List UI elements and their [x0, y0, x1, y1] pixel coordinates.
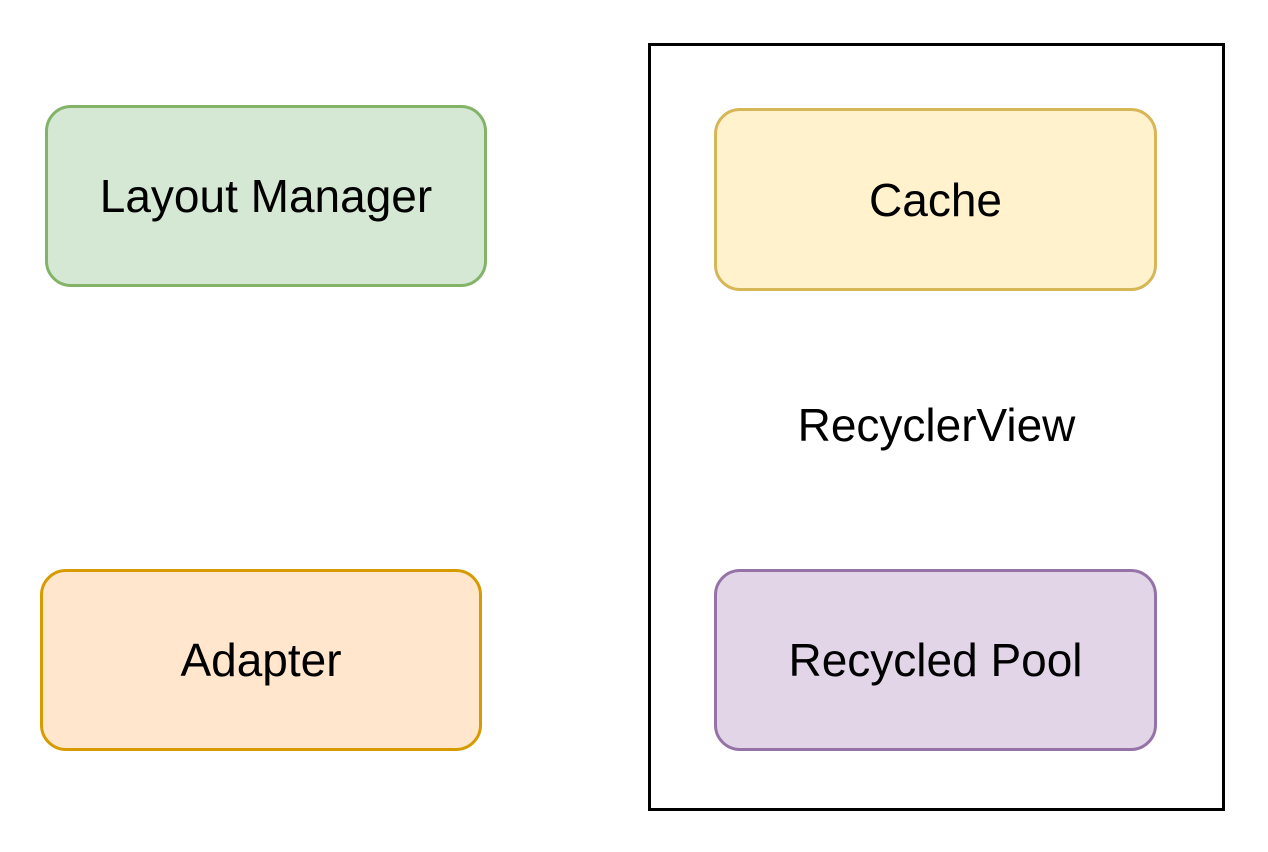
recyclerview-container — [648, 43, 1225, 811]
adapter-node: Adapter — [40, 569, 482, 751]
layout-manager-node: Layout Manager — [45, 105, 487, 287]
recyclerview-label: RecyclerView — [797, 399, 1076, 451]
recycled-pool-node: Recycled Pool — [714, 569, 1157, 751]
cache-node: Cache — [714, 108, 1157, 291]
